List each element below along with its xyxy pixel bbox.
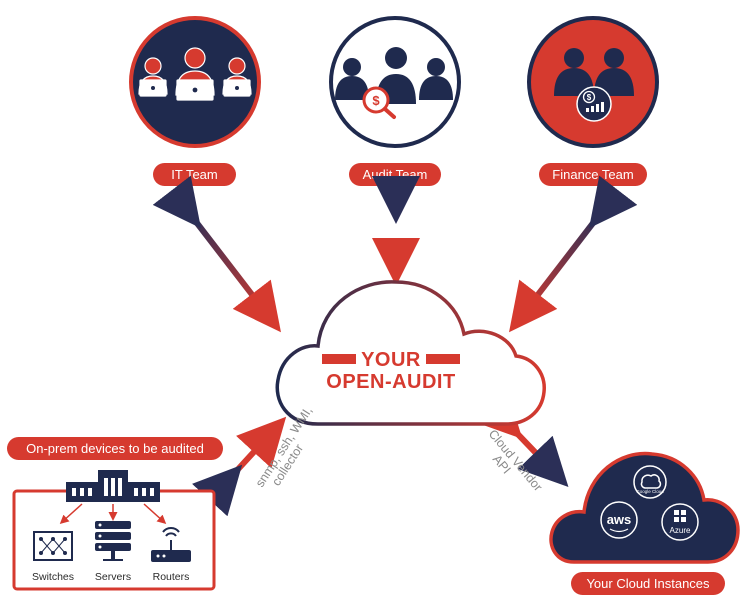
magnifier-dollar-icon: $ bbox=[362, 86, 396, 119]
center-cloud-outline bbox=[275, 280, 546, 426]
cloud-instances-group: Google Cloud aws Azure Your Cloud Instan… bbox=[549, 451, 740, 595]
svg-text:$: $ bbox=[372, 93, 380, 108]
audit-team-group: $ Audit Team bbox=[329, 16, 461, 186]
server-icon bbox=[95, 521, 131, 561]
cloud-title-bar-left bbox=[322, 354, 356, 364]
onprem-pill bbox=[7, 437, 223, 460]
arrow-cloud-to-center bbox=[471, 387, 569, 487]
router-icon bbox=[151, 527, 191, 562]
onprem-label: On-prem devices to be audited bbox=[26, 441, 204, 456]
cloud-instances-label: Your Cloud Instances bbox=[586, 576, 710, 591]
device-label-routers: Routers bbox=[153, 571, 190, 583]
onprem-group: On-prem devices to be audited bbox=[7, 437, 223, 591]
building-icon bbox=[66, 470, 160, 502]
connector-arrows bbox=[152, 175, 638, 517]
it-team-people-icon bbox=[138, 47, 252, 101]
it-team-group: IT Team bbox=[129, 16, 261, 186]
arrow-it-to-center bbox=[152, 175, 281, 333]
finance-team-group: $ Finance Team bbox=[527, 16, 659, 186]
azure-icon: Azure bbox=[661, 503, 699, 541]
cloud-title-line1: YOUR bbox=[361, 349, 421, 371]
dollar-growth-icon: $ bbox=[576, 86, 612, 122]
device-label-switches: Switches bbox=[32, 571, 74, 583]
device-label-servers: Servers bbox=[95, 571, 131, 583]
arrow-finance-to-center bbox=[509, 175, 638, 333]
google-cloud-icon: Google Cloud bbox=[633, 465, 667, 499]
finance-team-people-icon bbox=[554, 48, 634, 96]
device-branch-arrows bbox=[59, 503, 167, 525]
switch-icon bbox=[33, 531, 73, 561]
cloud-connection-label: Cloud Vendor API bbox=[486, 427, 545, 494]
aws-icon: aws bbox=[600, 501, 638, 539]
cloud-instances-pill bbox=[571, 572, 725, 595]
cloud-title-line2: OPEN-AUDIT bbox=[326, 371, 455, 393]
audit-team-label: Audit Team bbox=[363, 167, 428, 182]
cloud-title-bar-right bbox=[426, 354, 460, 364]
aws-label: aws bbox=[607, 512, 632, 527]
center-cloud: YOUR OPEN-AUDIT bbox=[275, 280, 546, 426]
finance-team-circle bbox=[527, 16, 659, 148]
it-team-label: IT Team bbox=[171, 167, 217, 182]
azure-label: Azure bbox=[670, 526, 691, 535]
google-cloud-label: Google Cloud bbox=[636, 489, 664, 494]
arrow-onprem-to-center bbox=[192, 416, 287, 517]
svg-text:$: $ bbox=[587, 93, 592, 102]
finance-team-label: Finance Team bbox=[552, 167, 633, 182]
